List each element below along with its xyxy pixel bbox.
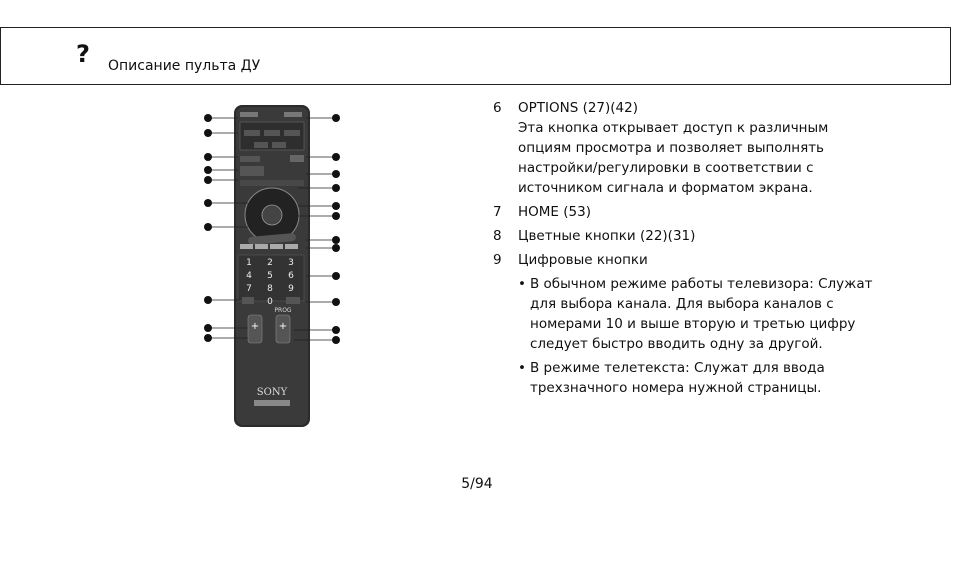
remote-control-image: 1 2 3 4 5 6 7 8 9 0 + + PROG SONY (204, 105, 340, 427)
svg-text:5: 5 (267, 271, 273, 281)
svg-text:+: + (279, 321, 287, 332)
page-number: 5/94 (461, 476, 493, 492)
item-number: 9 (493, 252, 502, 268)
item-title: Цифровые кнопки (518, 252, 648, 268)
item-digit-buttons: 9 Цифровые кнопки (493, 250, 873, 270)
section-header: ? Описание пульта ДУ (0, 27, 951, 85)
item-color-buttons: 8 Цветные кнопки (22)(31) (493, 226, 873, 246)
question-icon: ? (76, 40, 90, 68)
svg-text:+: + (251, 321, 259, 332)
item-number: 8 (493, 228, 502, 244)
svg-text:8: 8 (267, 284, 273, 294)
item-title: Цветные кнопки (22)(31) (518, 228, 696, 244)
svg-text:9: 9 (288, 284, 294, 294)
svg-text:7: 7 (246, 284, 252, 294)
bullet-teletext-mode: В режиме телетекста: Служат для ввода тр… (518, 358, 873, 398)
item-number: 7 (493, 204, 502, 220)
item-description: Эта кнопка открывает доступ к различным … (518, 120, 829, 196)
svg-text:PROG: PROG (274, 307, 292, 314)
svg-text:6: 6 (288, 271, 294, 281)
remote-illustration: 1 2 3 4 5 6 7 8 9 0 + + PROG SONY (198, 100, 348, 430)
item-title: OPTIONS (27)(42) (518, 100, 639, 116)
item-home: 7 HOME (53) (493, 202, 873, 222)
item-number: 6 (493, 100, 502, 116)
svg-text:3: 3 (288, 258, 294, 268)
svg-text:SONY: SONY (257, 387, 288, 398)
item-title: HOME (53) (518, 204, 591, 220)
svg-text:4: 4 (246, 271, 252, 281)
item-options: 6 OPTIONS (27)(42) Эта кнопка открывает … (493, 98, 873, 198)
svg-text:2: 2 (267, 258, 273, 268)
bullet-normal-mode: В обычном режиме работы телевизора: Служ… (518, 274, 873, 354)
svg-text:1: 1 (246, 258, 252, 268)
description-list: 6 OPTIONS (27)(42) Эта кнопка открывает … (493, 98, 873, 398)
svg-text:0: 0 (267, 297, 273, 307)
section-title: Описание пульта ДУ (108, 58, 261, 74)
